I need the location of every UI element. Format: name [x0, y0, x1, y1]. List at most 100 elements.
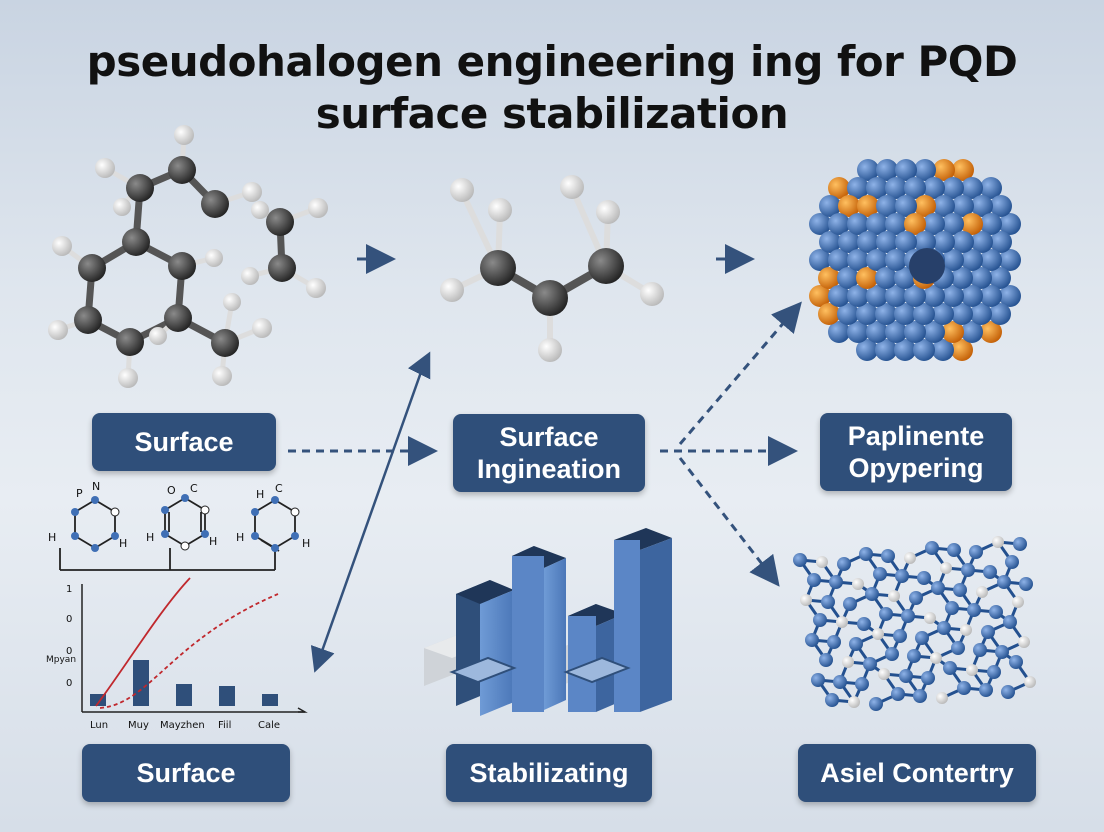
blue-atom: [857, 159, 879, 181]
lattice-light-atom: [1012, 596, 1024, 608]
lattice-blue-atom: [857, 617, 871, 631]
box-surface-bottom: Surface: [82, 744, 290, 802]
lattice-blue-atom: [979, 683, 993, 697]
blue-atom: [828, 321, 850, 343]
structure-label: C: [190, 482, 198, 495]
orange-atom: [809, 285, 831, 307]
blue-atom: [952, 231, 974, 253]
lattice-blue-atom: [1001, 685, 1015, 699]
bar-3d: [480, 590, 514, 716]
lattice-blue-atom: [873, 567, 887, 581]
lattice-light-atom: [960, 624, 972, 636]
blue-atom: [885, 213, 907, 235]
blue-atom: [923, 285, 945, 307]
lattice-blue-atom: [819, 653, 833, 667]
blue-atom: [942, 249, 964, 271]
blue-atom: [847, 177, 869, 199]
lattice-blue-atom: [989, 605, 1003, 619]
orange-atom: [951, 339, 973, 361]
structure-label: C: [275, 482, 283, 495]
blue-atom: [847, 285, 869, 307]
blue-atom: [856, 339, 878, 361]
box-asiel-contertry: Asiel Contertry: [798, 744, 1036, 802]
chart-ylabel: Mpyan: [46, 655, 76, 665]
lattice-blue-atom: [885, 647, 899, 661]
lattice-light-atom: [848, 696, 860, 708]
lattice-blue-atom: [997, 575, 1011, 589]
orange-atom: [856, 267, 878, 289]
blue-atom: [980, 177, 1002, 199]
blue-atom: [980, 213, 1002, 235]
blue-atom: [961, 321, 983, 343]
lattice-blue-atom: [891, 687, 905, 701]
page-title: pseudohalogen engineering ing for PQD su…: [86, 37, 1018, 138]
blue-atom: [847, 213, 869, 235]
lattice-blue-atom: [953, 583, 967, 597]
lattice-blue-atom: [973, 643, 987, 657]
blue-atom: [914, 159, 936, 181]
blue-atom: [951, 303, 973, 325]
orange-atom: [818, 303, 840, 325]
chart-category: Cale: [258, 720, 280, 731]
blue-atom: [856, 303, 878, 325]
blue-atom: [970, 303, 992, 325]
structure-label: N: [92, 480, 100, 493]
blue-atom: [990, 195, 1012, 217]
blue-atom: [961, 177, 983, 199]
chart-curve-solid: [95, 577, 191, 707]
lattice-light-atom: [930, 652, 942, 664]
blue-atom: [932, 339, 954, 361]
lattice-blue-atom: [825, 693, 839, 707]
orange-atom: [933, 159, 955, 181]
lattice-blue-atom: [807, 573, 821, 587]
box-stabilizating: Stabilizating: [446, 744, 652, 802]
blue-atom: [942, 177, 964, 199]
blue-atom: [923, 177, 945, 199]
box-surface-left: Surface: [92, 413, 276, 471]
structure-label: O: [167, 484, 176, 497]
chart-ytick: 0: [66, 678, 72, 689]
lattice-blue-atom: [987, 665, 1001, 679]
lattice-blue-atom: [951, 641, 965, 655]
blue-atom: [847, 321, 869, 343]
blue-atom: [819, 195, 841, 217]
orange-atom: [942, 321, 964, 343]
blue-atom: [894, 303, 916, 325]
blue-atom: [895, 231, 917, 253]
structure-label: H: [209, 535, 217, 548]
blue-atom: [913, 339, 935, 361]
blue-atom: [971, 195, 993, 217]
lattice-light-atom: [904, 552, 916, 564]
blue-atom: [914, 231, 936, 253]
lattice-blue-atom: [855, 677, 869, 691]
blue-atom: [942, 213, 964, 235]
lattice-blue-atom: [1005, 555, 1019, 569]
arrow-dashed-up: [678, 301, 802, 445]
chart-category: Mayzhen: [160, 720, 205, 731]
blue-atom: [933, 231, 955, 253]
lattice-blue-atom: [1013, 537, 1027, 551]
blue-atom: [866, 177, 888, 199]
blue-atom: [952, 195, 974, 217]
orange-atom: [952, 159, 974, 181]
structure-label: H: [146, 531, 154, 544]
lattice-blue-atom: [869, 697, 883, 711]
blue-atom: [970, 267, 992, 289]
lattice-light-atom: [1018, 636, 1030, 648]
lattice-blue-atom: [843, 597, 857, 611]
orange-atom: [904, 213, 926, 235]
lattice-blue-atom: [917, 571, 931, 585]
lattice-light-atom: [924, 612, 936, 624]
lattice-blue-atom: [907, 649, 921, 663]
blue-atom: [876, 195, 898, 217]
blue-atom: [933, 195, 955, 217]
chart-ytick: 1: [66, 584, 72, 595]
lattice-blue-atom: [969, 545, 983, 559]
blue-atom: [999, 249, 1021, 271]
blue-atom: [875, 339, 897, 361]
lattice-blue-atom: [967, 603, 981, 617]
lattice-blue-atom: [947, 543, 961, 557]
